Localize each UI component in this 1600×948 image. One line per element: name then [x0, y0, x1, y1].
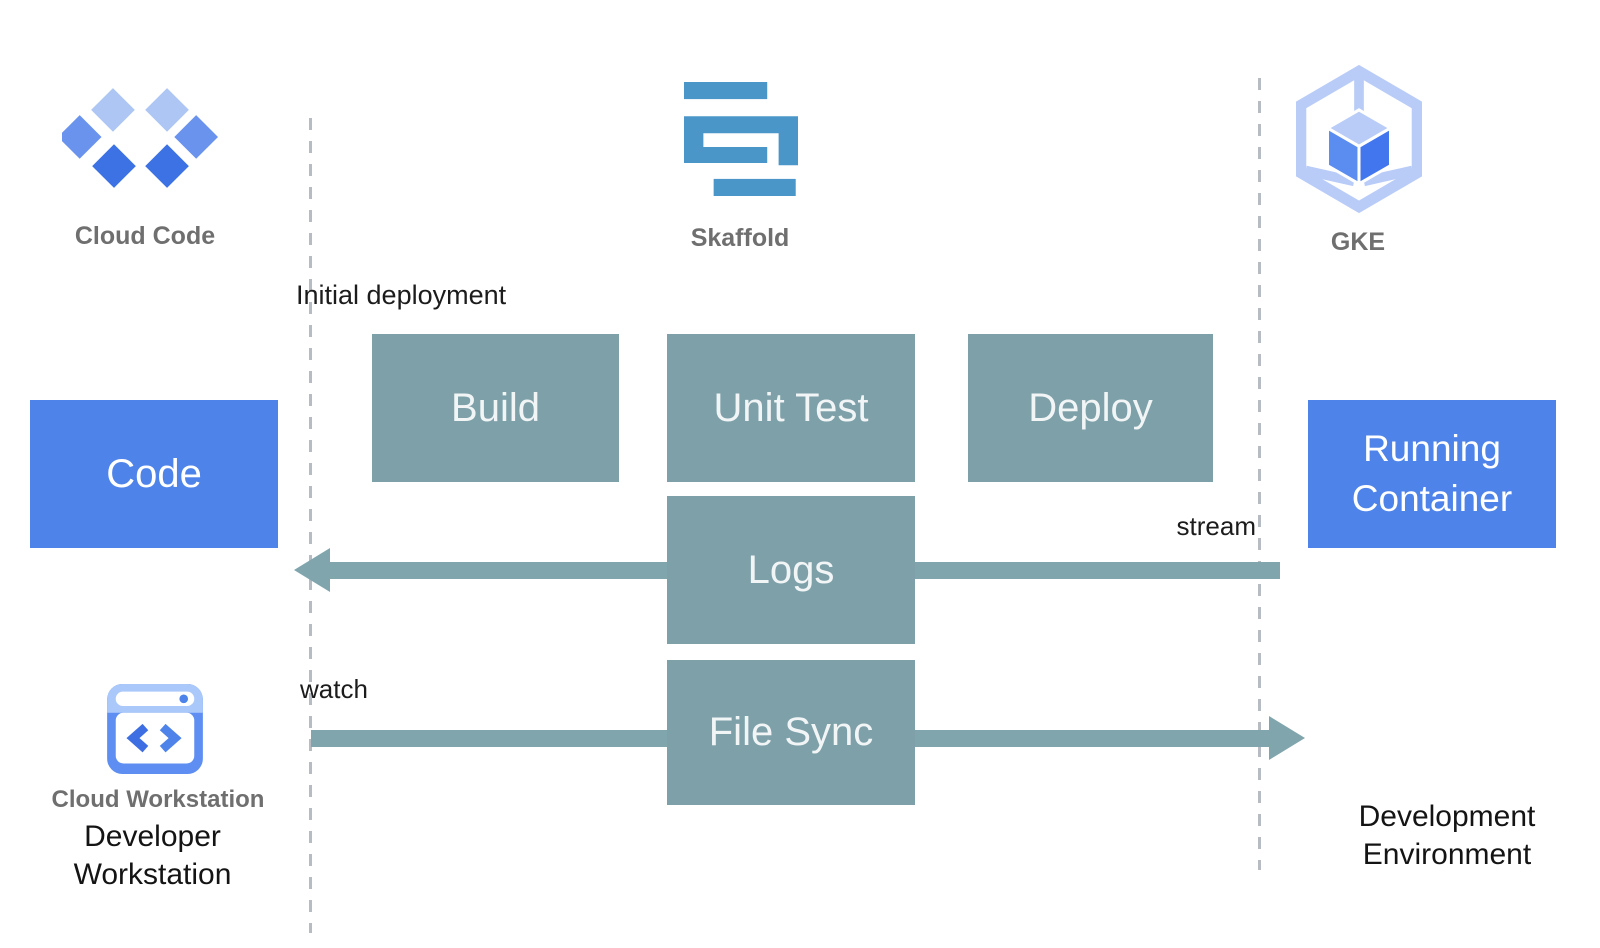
stage-box-deploy: Deploy — [968, 334, 1213, 482]
cloud-code-label: Cloud Code — [74, 222, 216, 250]
file-sync-box: File Sync — [667, 660, 915, 805]
logs-arrowhead-icon — [294, 548, 330, 592]
cloud-workstation-icon — [107, 684, 203, 774]
gke-label: GKE — [1330, 228, 1386, 256]
watch-label: watch — [300, 674, 368, 704]
initial-deployment-label: Initial deployment — [296, 280, 507, 310]
cloud-workstation-label: Cloud Workstation — [51, 786, 265, 813]
stage-box-unit-test: Unit Test — [667, 334, 915, 482]
stage-box-build: Build — [372, 334, 619, 482]
code-node: Code — [30, 400, 278, 548]
stream-label: stream — [1176, 511, 1256, 541]
skaffold-icon — [684, 82, 798, 196]
logs-box: Logs — [667, 496, 915, 644]
skaffold-label: Skaffold — [690, 224, 790, 252]
separator-left-line — [309, 118, 312, 933]
cloud-code-icon — [62, 88, 218, 188]
file-sync-arrowhead-icon — [1269, 716, 1305, 760]
developer-workstation-label: Developer Workstation — [73, 820, 232, 891]
gke-icon — [1296, 64, 1422, 214]
separator-right-line — [1258, 78, 1261, 870]
running-container-node: Running Container — [1308, 400, 1556, 548]
development-environment-label: Development Environment — [1358, 800, 1536, 871]
